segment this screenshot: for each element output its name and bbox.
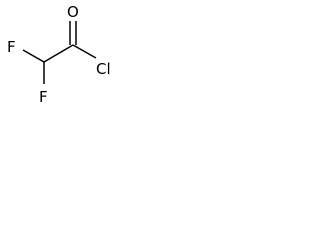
bond-c1-cl (72, 44, 97, 59)
bond-c2-c1 (43, 44, 74, 63)
atom-chlorine: Cl (96, 60, 111, 78)
atom-oxygen: O (67, 3, 79, 21)
bond-f1-c2 (22, 49, 45, 63)
atom-fluorine-2: F (39, 88, 48, 106)
chemical-structure: O F Cl F (7, 3, 111, 106)
atom-fluorine-1: F (7, 38, 16, 56)
